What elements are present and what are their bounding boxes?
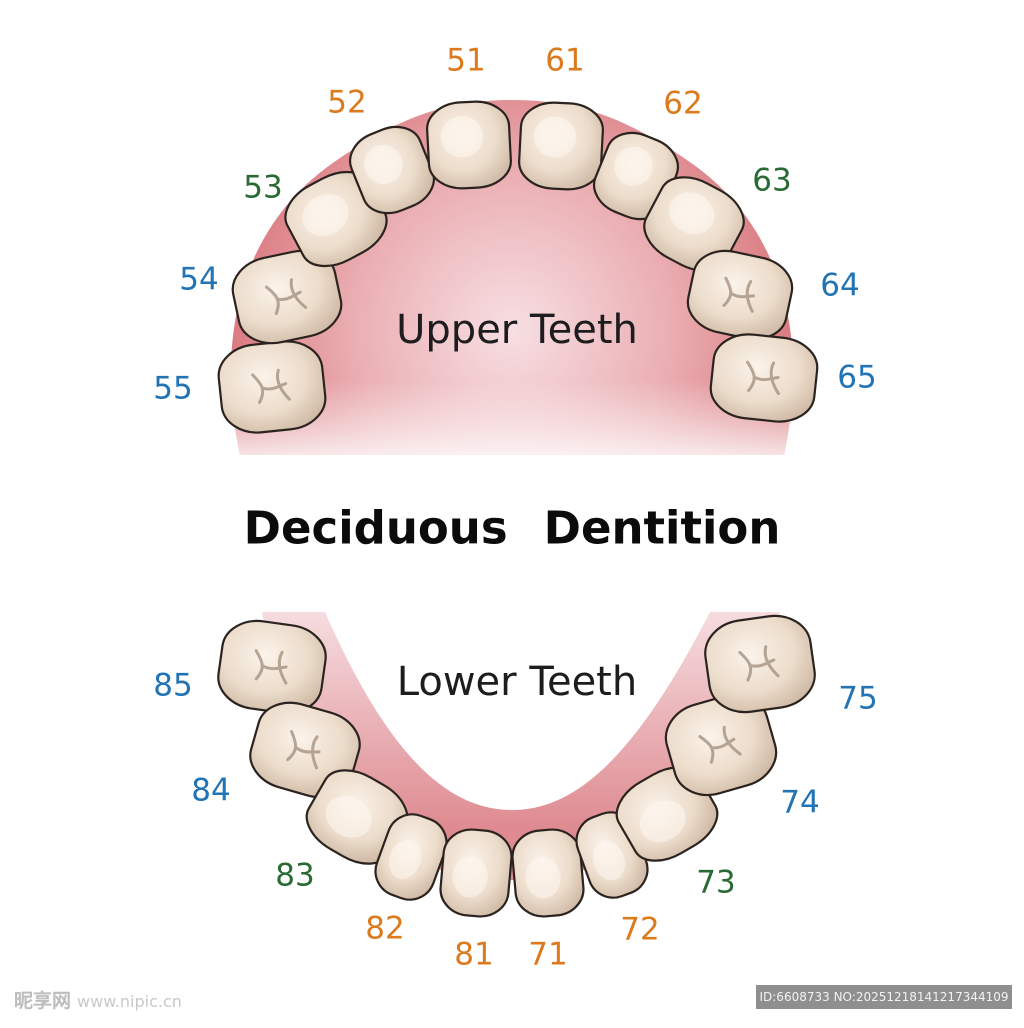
molar-fissure — [251, 368, 291, 404]
molar-fissure — [698, 725, 742, 764]
tooth-number-71: 71 — [528, 936, 568, 973]
tooth-54 — [231, 249, 343, 345]
tooth-highlight — [668, 192, 715, 235]
tooth-number-74: 74 — [780, 784, 820, 821]
tooth-63 — [643, 176, 745, 272]
tooth-number-82: 82 — [365, 910, 405, 947]
tooth-highlight — [388, 839, 422, 879]
tooth-number-84: 84 — [191, 772, 231, 809]
tooth-number-62: 62 — [663, 85, 703, 122]
tooth-51 — [426, 100, 512, 190]
tooth-highlight — [452, 856, 488, 898]
lower-teeth-group — [217, 614, 816, 918]
tooth-highlight — [533, 116, 577, 158]
tooth-number-72: 72 — [620, 911, 660, 948]
tooth-highlight — [440, 116, 484, 158]
watermark-url: www.nipic.cn — [77, 992, 182, 1011]
tooth-highlight — [639, 800, 686, 843]
tooth-number-81: 81 — [454, 936, 494, 973]
tooth-highlight — [364, 144, 403, 185]
watermark-left: 昵享网 www.nipic.cn — [14, 986, 182, 1013]
tooth-number-51: 51 — [446, 42, 486, 79]
molar-fissure — [738, 645, 780, 682]
molar-fissure — [722, 276, 756, 313]
tooth-crown — [217, 340, 327, 434]
tooth-52 — [349, 125, 435, 215]
tooth-82 — [374, 813, 448, 901]
upper-teeth-label: Upper Teeth — [396, 307, 638, 353]
tooth-highlight — [525, 857, 561, 899]
molar-fissure — [746, 360, 780, 396]
tooth-number-75: 75 — [838, 680, 878, 717]
tooth-number-54: 54 — [179, 261, 219, 298]
tooth-highlight — [325, 796, 372, 838]
molar-fissure — [286, 730, 321, 770]
tooth-74 — [664, 693, 778, 797]
tooth-number-64: 64 — [820, 267, 860, 304]
tooth-crown — [704, 614, 816, 714]
tooth-crown — [686, 249, 794, 341]
tooth-crown — [231, 249, 343, 345]
tooth-number-73: 73 — [696, 864, 736, 901]
molar-fissure — [264, 278, 308, 316]
tooth-number-83: 83 — [275, 857, 315, 894]
title-word-2: Dentition — [543, 501, 781, 555]
lower-teeth-label: Lower Teeth — [396, 659, 638, 705]
tooth-55 — [217, 340, 327, 434]
tooth-number-61: 61 — [545, 42, 585, 79]
title-word-1: Deciduous — [243, 501, 508, 555]
tooth-71 — [511, 828, 585, 918]
tooth-61 — [518, 101, 604, 191]
tooth-number-85: 85 — [153, 667, 193, 704]
tooth-highlight — [614, 146, 653, 186]
tooth-65 — [709, 333, 819, 423]
upper-teeth-group — [217, 100, 819, 434]
watermark-brand: 昵享网 — [14, 990, 72, 1012]
tooth-number-53: 53 — [243, 169, 283, 206]
diagram-title: Deciduous Dentition — [244, 502, 781, 555]
molar-fissure — [254, 649, 288, 685]
tooth-highlight — [302, 193, 349, 237]
tooth-number-52: 52 — [327, 84, 367, 121]
tooth-crown — [664, 693, 778, 797]
tooth-number-65: 65 — [837, 359, 877, 396]
tooth-crown — [709, 333, 819, 423]
tooth-64 — [686, 249, 794, 341]
tooth-highlight — [592, 840, 626, 881]
tooth-number-55: 55 — [153, 370, 193, 407]
watermark-id-badge: ID:6608733 NO:20251218141217344109 — [756, 985, 1012, 1009]
tooth-75 — [704, 614, 816, 714]
tooth-number-63: 63 — [752, 162, 792, 199]
tooth-81 — [439, 828, 513, 918]
